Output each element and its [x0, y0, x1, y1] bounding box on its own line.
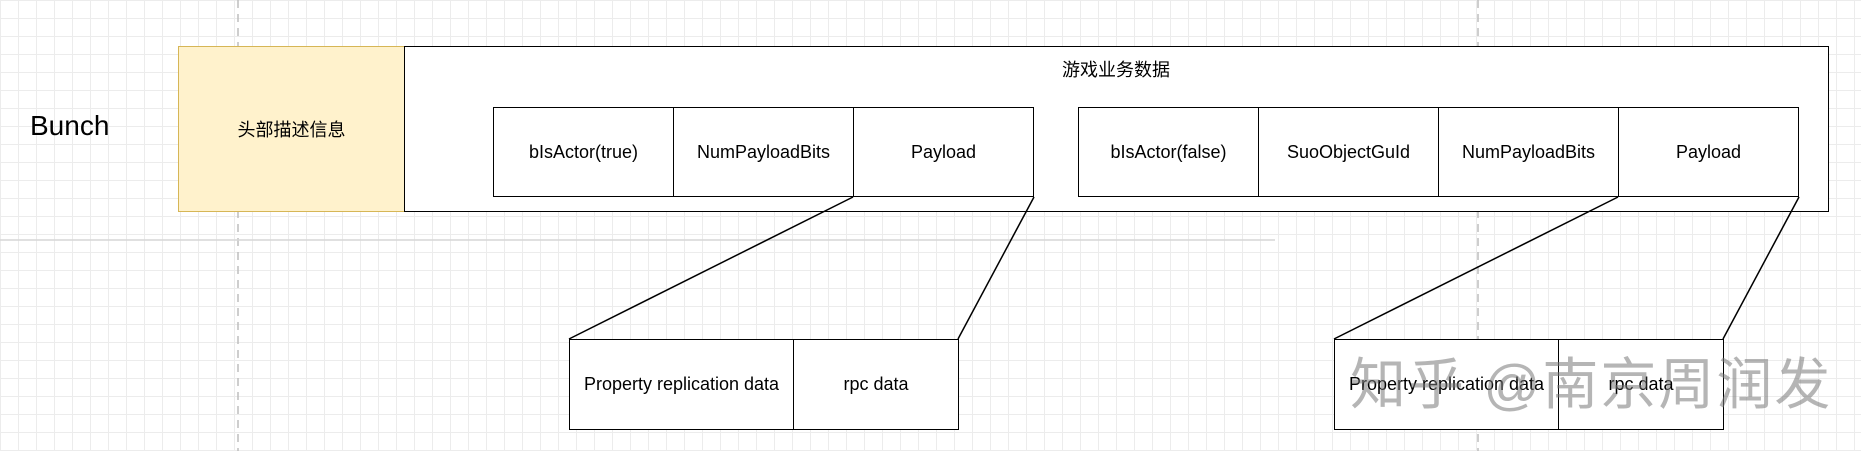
actor-cell-bisactor[interactable]: bIsActor(true): [493, 107, 674, 197]
connector-subobject-left: [1333, 196, 1619, 340]
actor-cell-payload[interactable]: Payload: [853, 107, 1034, 197]
actor-detail-rpc[interactable]: rpc data: [793, 339, 959, 430]
connector-actor-left: [568, 196, 854, 340]
connector-subobject-right: [1722, 196, 1800, 340]
game-data-label: 游戏业务数据: [1062, 60, 1170, 80]
header-info-box[interactable]: 头部描述信息: [178, 46, 405, 212]
connector-actor-right: [957, 196, 1035, 340]
watermark-text: 知乎 @南京周润发: [1350, 353, 1833, 416]
subobject-cell-payload[interactable]: Payload: [1618, 107, 1799, 197]
bunch-title: Bunch: [30, 110, 110, 141]
actor-cell-numpayloadbits[interactable]: NumPayloadBits: [673, 107, 854, 197]
actor-detail-property-replication[interactable]: Property replication data: [569, 339, 794, 430]
subobject-detail-rpc[interactable]: rpc data: [1558, 339, 1724, 430]
subobject-cell-numpayloadbits[interactable]: NumPayloadBits: [1438, 107, 1619, 197]
subobject-detail-property-replication[interactable]: Property replication data: [1334, 339, 1559, 430]
